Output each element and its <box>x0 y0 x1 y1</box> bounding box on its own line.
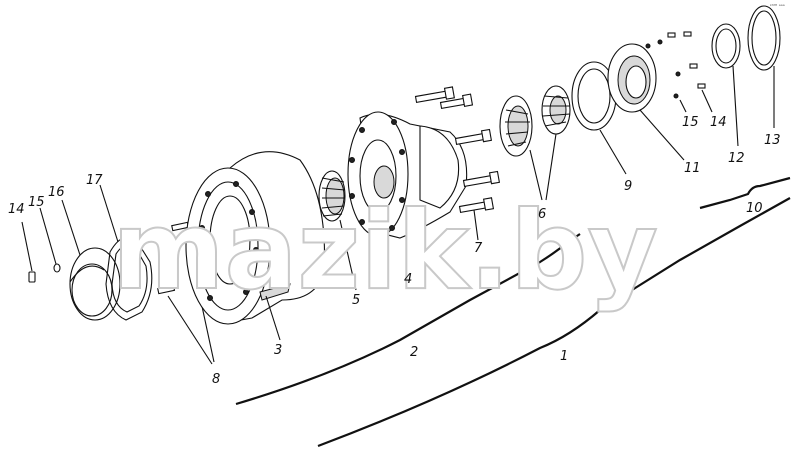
part-13-outer-ring <box>747 5 781 128</box>
label-11: 11 <box>684 161 701 176</box>
label-3: 3 <box>274 343 282 358</box>
label-10: 10 <box>746 201 763 216</box>
label-15-right: 15 <box>682 115 699 130</box>
label-9: 9 <box>624 179 632 194</box>
label-7: 7 <box>474 241 483 256</box>
label-16: 16 <box>48 185 65 200</box>
part-17-gasket <box>99 184 153 321</box>
watermark: mazik.by <box>112 189 658 314</box>
label-4: 4 <box>404 272 412 287</box>
part-11-cover-plate <box>607 43 685 161</box>
group-line-2 <box>235 233 581 406</box>
label-8: 8 <box>212 372 220 387</box>
label-2: 2 <box>410 345 418 360</box>
part-16-hub-cap <box>61 199 121 321</box>
label-1: 1 <box>560 349 568 364</box>
label-14-left: 14 <box>8 202 25 217</box>
part-6-bearing-pair <box>499 85 571 201</box>
part-15-washer-left <box>39 207 61 273</box>
label-14-right: 14 <box>710 115 727 130</box>
part-3-hub-drum <box>185 151 326 341</box>
label-15-left: 15 <box>28 195 45 210</box>
part-7-studs <box>414 86 501 241</box>
label-6: 6 <box>538 207 546 222</box>
corner-mark: ᵏᴹᴴ ᵃᵃᵃ <box>770 4 785 10</box>
part-12-ring <box>711 23 741 147</box>
label-5: 5 <box>352 293 360 308</box>
group-line-10 <box>699 176 791 210</box>
part-4-hub-flange <box>347 111 468 271</box>
group-line-1 <box>317 197 791 448</box>
part-5-bearing <box>318 170 357 291</box>
label-17: 17 <box>86 173 103 188</box>
label-13: 13 <box>764 133 781 148</box>
part-14-15-fasteners-right <box>645 31 713 113</box>
label-12: 12 <box>728 151 745 166</box>
part-14-screw-left <box>21 221 36 283</box>
